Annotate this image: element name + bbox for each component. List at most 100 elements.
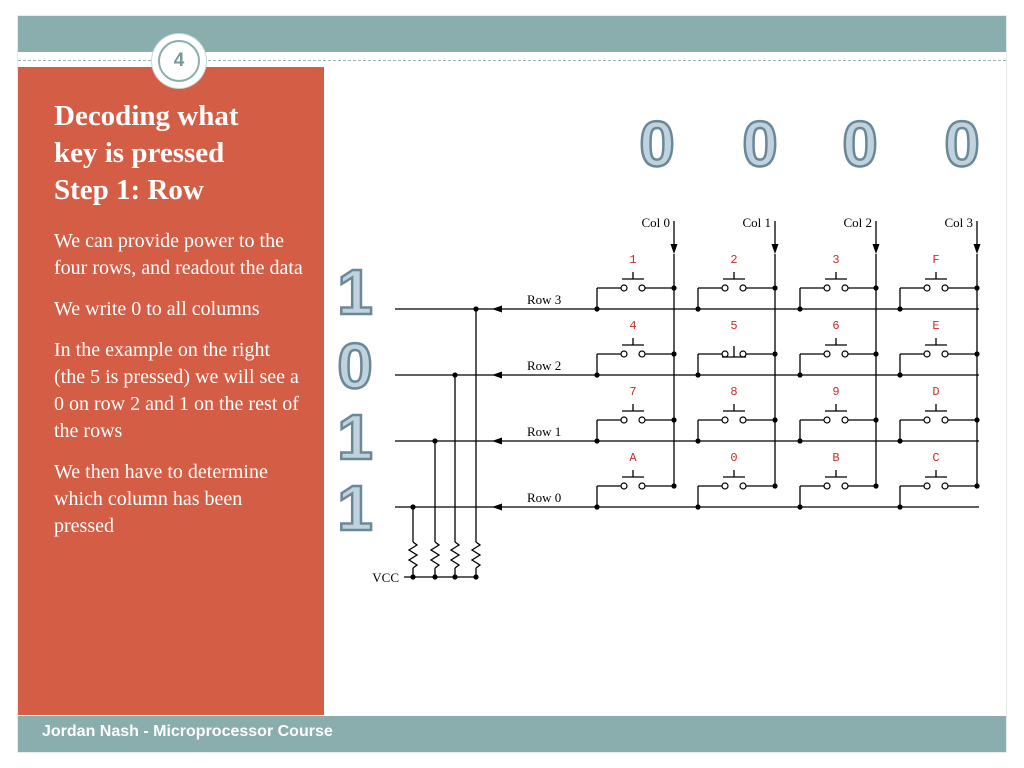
switch-contact — [638, 284, 646, 292]
junction-dot — [452, 574, 458, 580]
junction-dot — [695, 372, 701, 378]
key-label: 5 — [730, 319, 737, 333]
switch-contact — [638, 350, 646, 358]
junction-dot — [797, 306, 803, 312]
switch-contact — [923, 284, 931, 292]
switch-contact — [823, 482, 831, 490]
switch-contact — [721, 416, 729, 424]
junction-dot — [410, 574, 416, 580]
switch-contact — [739, 350, 747, 358]
junction-dot — [772, 417, 778, 423]
key-label: 9 — [832, 385, 839, 399]
switch-contact — [841, 284, 849, 292]
key-label: 1 — [629, 253, 636, 267]
junction-dot — [671, 285, 677, 291]
resistor-icon — [470, 541, 482, 569]
arrow-left-icon — [492, 503, 502, 511]
slide-number: 4 — [158, 40, 200, 82]
key-label: 0 — [730, 451, 737, 465]
switch-contact — [739, 284, 747, 292]
row-label: Row 3 — [527, 292, 561, 307]
switch-contact — [941, 482, 949, 490]
arrow-down-icon — [973, 244, 981, 254]
column-label: Col 0 — [641, 215, 670, 230]
switch-contact — [841, 350, 849, 358]
junction-dot — [897, 372, 903, 378]
title-line: key is pressed — [54, 137, 225, 169]
resistor-icon — [449, 541, 461, 569]
junction-dot — [873, 483, 879, 489]
key-label: F — [932, 253, 939, 267]
column-label: Col 1 — [742, 215, 771, 230]
resistor-icon — [429, 541, 441, 569]
row-bit: 0 — [337, 330, 373, 402]
switch-contact — [823, 284, 831, 292]
junction-dot — [695, 438, 701, 444]
resistor-icon — [407, 541, 419, 569]
junction-dot — [594, 306, 600, 312]
arrow-left-icon — [492, 371, 502, 379]
paragraph: In the example on the right (the 5 is pr… — [54, 339, 299, 442]
junction-dot — [671, 351, 677, 357]
key-label: E — [932, 319, 939, 333]
junction-dot — [772, 285, 778, 291]
row-label: Row 1 — [527, 424, 561, 439]
column-bit: 0 — [944, 108, 980, 180]
slide-title: Decoding what key is pressed Step 1: Row — [54, 98, 314, 209]
paragraph: We write 0 to all columns — [54, 298, 260, 320]
junction-dot — [594, 372, 600, 378]
junction-dot — [695, 306, 701, 312]
key-label: A — [629, 451, 637, 465]
junction-dot — [873, 351, 879, 357]
column-label: Col 2 — [843, 215, 872, 230]
junction-dot — [797, 504, 803, 510]
left-panel — [18, 67, 324, 715]
key-label: C — [932, 451, 939, 465]
switch-contact — [721, 350, 729, 358]
arrow-down-icon — [771, 244, 779, 254]
paragraph: We can provide power to the four rows, a… — [54, 230, 303, 279]
switch-contact — [620, 482, 628, 490]
dashed-divider — [18, 60, 1006, 61]
junction-dot — [671, 417, 677, 423]
junction-dot — [797, 372, 803, 378]
key-label: 8 — [730, 385, 737, 399]
junction-dot — [695, 504, 701, 510]
switch-contact — [941, 284, 949, 292]
key-label: 2 — [730, 253, 737, 267]
footer-text: Jordan Nash - Microprocessor Course — [42, 723, 333, 740]
switch-contact — [638, 416, 646, 424]
key-label: 7 — [629, 385, 636, 399]
junction-dot — [897, 306, 903, 312]
junction-dot — [897, 504, 903, 510]
junction-dot — [974, 351, 980, 357]
junction-dot — [671, 483, 677, 489]
junction-dot — [974, 483, 980, 489]
column-bit: 0 — [742, 108, 778, 180]
switch-contact — [638, 482, 646, 490]
row-bit: 1 — [337, 256, 373, 328]
key-label: B — [832, 451, 839, 465]
row-label: Row 0 — [527, 490, 561, 505]
switch-contact — [823, 350, 831, 358]
body-text: We can provide power to the four rows, a… — [54, 228, 304, 554]
junction-dot — [772, 483, 778, 489]
arrow-left-icon — [492, 305, 502, 313]
junction-dot — [594, 504, 600, 510]
footer-band: Jordan Nash - Microprocessor Course — [18, 716, 1006, 752]
switch-contact — [923, 350, 931, 358]
slide-number-badge: 4 — [152, 34, 206, 88]
switch-contact — [923, 416, 931, 424]
switch-contact — [941, 350, 949, 358]
key-label: 4 — [629, 319, 636, 333]
key-label: 3 — [832, 253, 839, 267]
switch-contact — [923, 482, 931, 490]
junction-dot — [797, 438, 803, 444]
column-bit: 0 — [639, 108, 675, 180]
switch-contact — [841, 482, 849, 490]
vcc-label: VCC — [372, 570, 399, 585]
row-label: Row 2 — [527, 358, 561, 373]
switch-contact — [739, 416, 747, 424]
arrow-down-icon — [872, 244, 880, 254]
switch-contact — [941, 416, 949, 424]
